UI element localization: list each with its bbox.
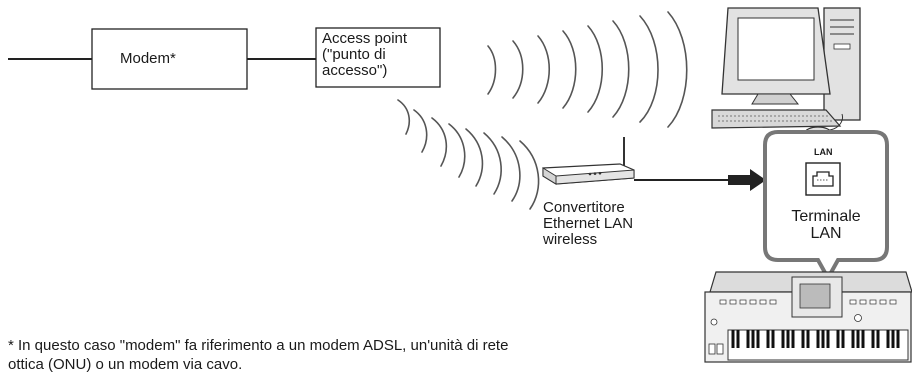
footnote-line-1: * In questo caso "modem" fa riferimento …: [8, 337, 509, 354]
access-point-box: [315, 27, 441, 88]
access-point-label: Access point ("punto di accesso"): [322, 30, 408, 79]
lan-port-label: LAN: [814, 147, 833, 157]
lan-port-icon: [805, 162, 841, 196]
wireless-signal-right: [487, 11, 688, 128]
wireless-converter-icon: [542, 137, 635, 185]
lan-callout: [763, 130, 889, 283]
computer-icon: [711, 7, 861, 140]
keyboard-instrument-icon: [704, 271, 912, 363]
modem-label: Modem*: [120, 50, 176, 67]
lan-arrow: [728, 169, 766, 191]
converter-label: Convertitore Ethernet LAN wireless: [543, 199, 634, 248]
footnote-line-2: ottica (ONU) o un modem via cavo.: [8, 356, 243, 373]
footnote: * In questo caso "modem" fa riferimento …: [8, 336, 768, 374]
lan-terminal-label: Terminale LAN: [791, 208, 861, 242]
wireless-signal-down: [397, 99, 540, 210]
